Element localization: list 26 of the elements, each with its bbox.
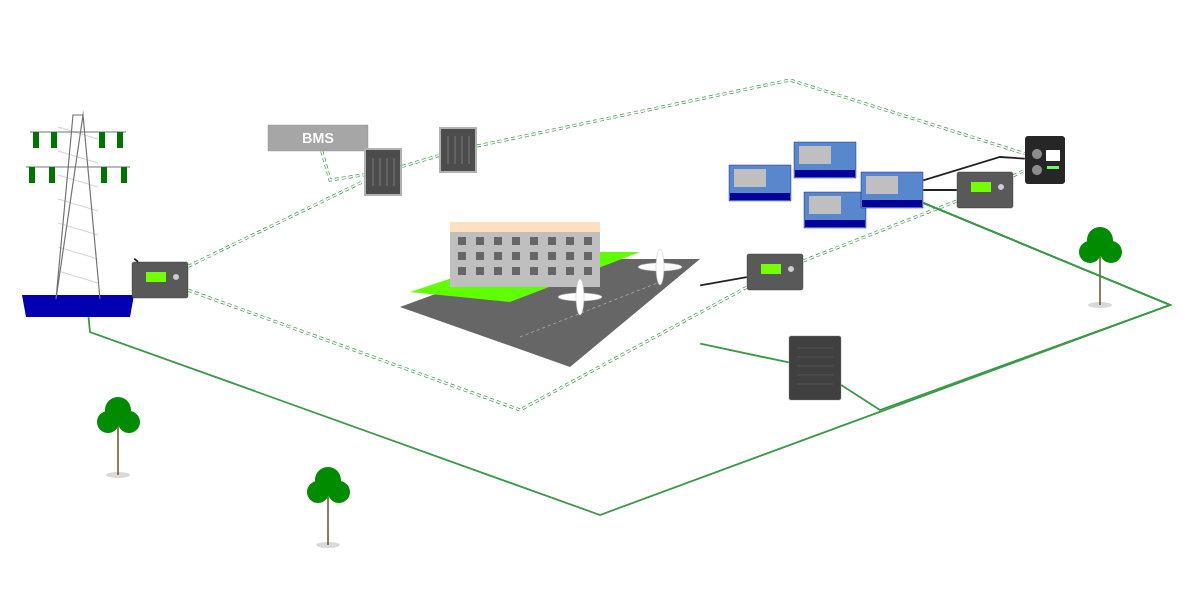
cabinet-drawing bbox=[788, 335, 842, 401]
network-link bbox=[476, 78, 1026, 156]
generator-set-drawing bbox=[803, 191, 867, 229]
bms-block: BMS bbox=[267, 124, 369, 152]
network-link bbox=[320, 150, 365, 182]
generator-set-drawing bbox=[728, 164, 792, 202]
controller-drawing bbox=[131, 261, 189, 299]
cable-line bbox=[840, 201, 1173, 411]
display-panel-drawing bbox=[1025, 136, 1065, 184]
cable-line bbox=[133, 257, 139, 263]
controller-drawing bbox=[956, 171, 1014, 209]
network-link bbox=[1012, 168, 1026, 178]
plc-module-drawing bbox=[364, 148, 402, 196]
generator-set-drawing bbox=[860, 171, 924, 209]
generator-set-drawing bbox=[793, 141, 857, 179]
airport-drawing bbox=[400, 222, 700, 367]
network-link bbox=[802, 199, 958, 263]
cable-line bbox=[922, 156, 1026, 182]
cable-line bbox=[699, 342, 790, 364]
controller-drawing bbox=[746, 253, 804, 291]
plc-module-drawing bbox=[439, 127, 477, 173]
cable-line bbox=[699, 276, 748, 287]
network-link bbox=[187, 285, 748, 412]
network-link bbox=[187, 179, 365, 268]
network-link bbox=[401, 154, 440, 168]
cable-line bbox=[922, 189, 958, 191]
